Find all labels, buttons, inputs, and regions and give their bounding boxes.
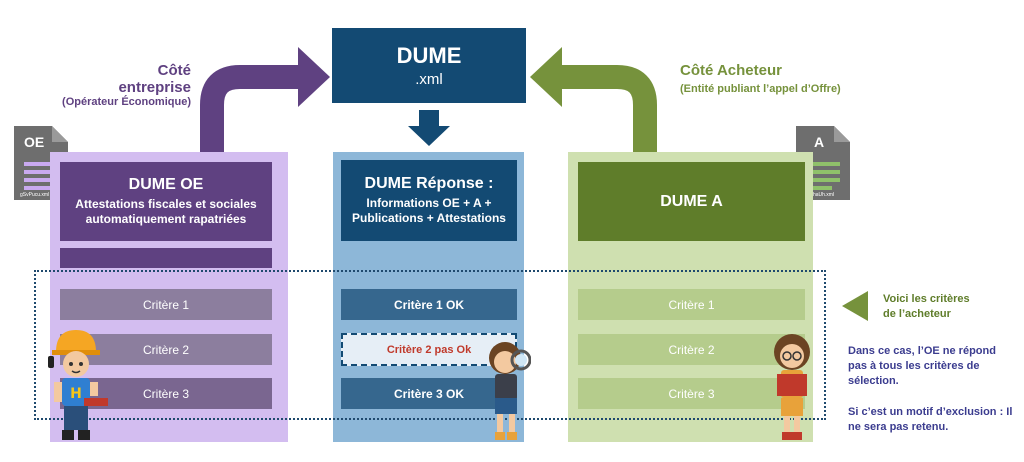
dume-reponse-header: DUME Réponse : Informations OE + A + Pub… — [341, 160, 517, 241]
right-criterion-1: Critère 1 — [578, 289, 805, 320]
purple-curved-arrow-icon — [200, 47, 330, 160]
left-pointing-triangle-icon — [842, 291, 868, 321]
right-criterion-3: Critère 3 — [578, 378, 805, 409]
down-arrow-icon — [408, 110, 450, 146]
oe-document-icon: OE gSvPucu.xml — [10, 124, 70, 202]
criteria-dotted-frame — [34, 270, 826, 420]
right-side-subtitle: (Entité publiant l’appel d’Offre) — [680, 83, 841, 95]
note-selection: Dans ce cas, l’OE ne répond pas à tous l… — [848, 345, 996, 387]
left-side-title: Côté entreprise (Opérateur Économique) — [62, 62, 191, 108]
middle-criterion-1: Critère 1 OK — [341, 289, 517, 320]
dume-title: DUME — [396, 43, 462, 68]
dume-oe-header: DUME OE Attestations fiscales et sociale… — [60, 162, 272, 241]
dume-a-header: DUME A — [578, 162, 805, 241]
middle-criterion-3: Critère 3 OK — [341, 378, 517, 409]
green-curved-arrow-icon — [530, 47, 657, 160]
right-criterion-2: Critère 2 — [578, 334, 805, 365]
note-exclusion: Si c’est un motif d’exclusion : Il ne se… — [848, 406, 1013, 433]
criteria-arrow-label: Voici les critères de l’acheteur — [883, 293, 970, 320]
left-side-subtitle: (Opérateur Économique) — [62, 96, 191, 108]
svg-text:H: H — [70, 386, 82, 402]
left-criterion-1: Critère 1 — [60, 289, 272, 320]
girl-magnifier-character-icon — [489, 342, 531, 440]
right-side-title: Côté Acheteur (Entité publiant l’appel d… — [680, 62, 841, 95]
middle-criterion-2: Critère 2 pas Ok — [341, 333, 517, 366]
girl-book-character-icon — [774, 334, 810, 440]
dume-xml-box: DUME .xml — [332, 28, 526, 103]
dume-oe-strip — [60, 248, 272, 268]
dume-subtitle: .xml — [415, 71, 443, 88]
worker-character-icon: H — [48, 330, 108, 440]
